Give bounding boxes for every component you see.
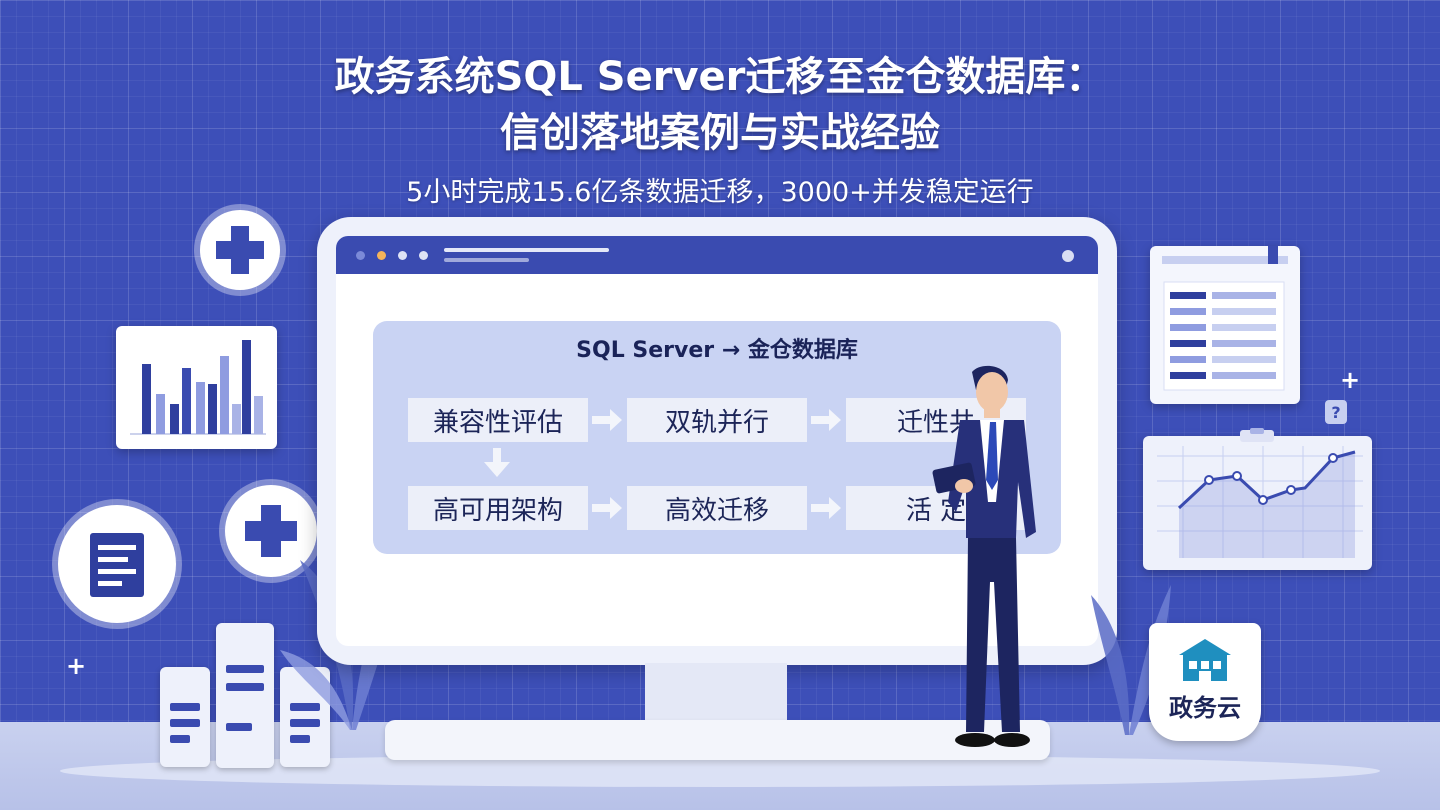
flow-step-2: 双轨并行 (627, 398, 807, 442)
line-chart-icon (1157, 446, 1363, 558)
monitor-stand (645, 663, 787, 723)
document-icon (90, 533, 144, 597)
arrow-down-icon (484, 448, 510, 477)
plus-icon (216, 226, 264, 274)
document-card (1150, 246, 1300, 404)
building-icon (1179, 639, 1231, 681)
page-subtitle: 5小时完成15.6亿条数据迁移，3000+并发稳定运行 (406, 177, 1034, 208)
bar-chart-icon (130, 340, 266, 435)
question-mark-icon: ? (1325, 400, 1347, 424)
screen-titlebar (336, 236, 1098, 274)
line-chart-card (1143, 436, 1372, 570)
sparkle-plus-icon: + (66, 652, 87, 680)
window-button-icon (1062, 250, 1074, 262)
flow-step-4: 高可用架构 (408, 486, 588, 530)
server-icon-left (160, 667, 210, 767)
svg-text:?: ? (1331, 403, 1340, 422)
page-title-line1: 政务系统SQL Server迁移至金仓数据库： (334, 54, 1106, 100)
document-icon (1162, 246, 1288, 391)
monitor-base (385, 720, 1050, 760)
window-dot-icon (398, 251, 407, 260)
page-title-line2: 信创落地案例与实战经验 (500, 110, 940, 156)
document-circle-icon (58, 505, 176, 623)
migration-flow-title: SQL Server → 金仓数据库 (576, 338, 858, 363)
bar-chart-card (116, 326, 277, 449)
titlebar-line (444, 258, 529, 262)
flow-step-1: 兼容性评估 (408, 398, 588, 442)
plus-circle-icon-top (200, 210, 280, 290)
clip-icon (1240, 428, 1274, 442)
titlebar-line (444, 248, 609, 252)
plus-icon (245, 505, 297, 557)
person-illustration (932, 365, 1036, 747)
server-icon-center (216, 623, 274, 768)
sparkle-plus-icon: + (1340, 366, 1361, 394)
window-dot-icon (419, 251, 428, 260)
window-dot-icon (377, 251, 386, 260)
gov-cloud-label: 政务云 (1169, 694, 1241, 722)
window-dot-icon (356, 251, 365, 260)
flow-step-5: 高效迁移 (627, 486, 807, 530)
